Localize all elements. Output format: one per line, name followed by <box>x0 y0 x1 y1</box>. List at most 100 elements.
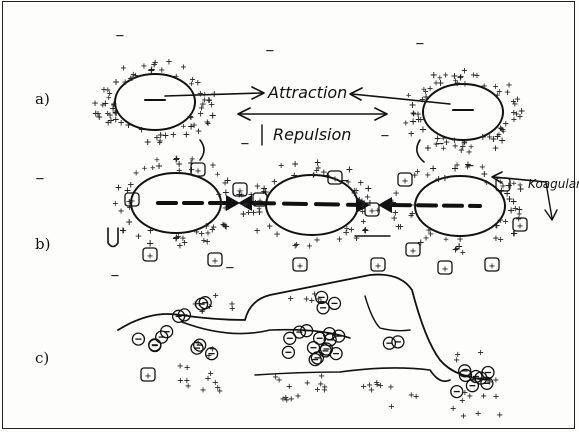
row-label-b: b) <box>35 235 50 253</box>
plus-charge: + <box>468 143 474 153</box>
svg-text:+: + <box>402 176 408 187</box>
plus-charge: + <box>181 122 187 132</box>
plus-charge: + <box>219 200 225 210</box>
svg-text:+: + <box>489 261 495 272</box>
plus-charge: + <box>222 178 228 189</box>
plus-charge: + <box>403 118 409 129</box>
plus-charge: + <box>479 129 486 143</box>
plus-charge: + <box>202 90 208 100</box>
negative-ion <box>132 333 144 345</box>
plus-charge: + <box>496 130 502 141</box>
plus-charge: + <box>166 56 172 68</box>
svg-text:+: + <box>410 246 416 257</box>
plus-charge: + <box>215 170 221 180</box>
plus-charge: + <box>506 80 512 91</box>
plus-charge: + <box>175 232 181 243</box>
plus-charge: + <box>118 206 124 217</box>
plus-charge: + <box>516 202 523 216</box>
minus-charge: − <box>116 28 124 44</box>
diffuse-layer-edge <box>417 140 424 162</box>
plus-charge: + <box>157 127 164 141</box>
coagulant-ion: + <box>208 253 222 267</box>
repulsion-arrow <box>238 108 387 120</box>
plus-charge: + <box>195 77 201 89</box>
row-label-c: c) <box>35 349 49 367</box>
plus-charge: + <box>112 199 118 210</box>
plus-charge: + <box>307 241 313 252</box>
plus-charge: + <box>496 87 502 98</box>
plus-charge: + <box>481 81 487 92</box>
plus-charge: + <box>393 188 399 200</box>
coagulant-ion: + <box>485 258 499 272</box>
plus-charge: + <box>410 108 416 120</box>
plus-charge: + <box>484 178 490 188</box>
plus-charge: + <box>184 376 190 387</box>
plus-charge: + <box>181 236 188 249</box>
plus-charge: + <box>125 118 132 132</box>
plus-charge: + <box>118 116 125 129</box>
plus-charge: + <box>314 385 320 396</box>
plus-charge: + <box>194 227 200 238</box>
plus-charge: + <box>152 57 158 69</box>
attraction-label: Attraction <box>267 83 347 102</box>
svg-text:+: + <box>297 261 303 272</box>
plus-charge: + <box>450 404 456 415</box>
plus-charge: + <box>497 410 503 421</box>
plus-charge: + <box>276 375 282 386</box>
plus-charge: + <box>511 96 517 107</box>
plus-charge: + <box>294 239 300 251</box>
plus-charge: + <box>141 61 147 72</box>
plus-charge: + <box>120 224 127 237</box>
plus-charge: + <box>126 215 133 229</box>
plus-charge: + <box>138 123 145 136</box>
plus-charge: + <box>395 220 401 233</box>
plus-charge: + <box>374 380 380 391</box>
plus-charge: + <box>517 180 523 191</box>
coagulant-ion: + <box>438 261 452 275</box>
plus-charge: + <box>177 361 183 372</box>
plus-charge: + <box>195 125 202 138</box>
minus-charge: − <box>111 268 119 284</box>
coagulant-ion: + <box>143 248 157 262</box>
plus-charge: + <box>245 207 251 218</box>
plus-charge: + <box>154 156 160 166</box>
plus-charge: + <box>254 225 260 237</box>
plus-charge: + <box>188 113 194 124</box>
negative-ion <box>392 336 404 348</box>
plus-charge: + <box>336 235 342 246</box>
plus-charge: + <box>493 218 500 232</box>
plus-charge: + <box>271 176 277 188</box>
plus-charge: + <box>159 65 165 76</box>
plus-charge: + <box>283 392 289 403</box>
plus-charge: + <box>388 382 394 393</box>
plus-charge: + <box>278 160 284 171</box>
plus-charge: + <box>479 162 485 173</box>
plus-charge: + <box>177 376 183 387</box>
plus-charge: + <box>205 228 211 239</box>
coagulant-ion: + <box>398 173 412 187</box>
plus-charge: + <box>122 77 128 88</box>
plus-charge: + <box>443 70 449 81</box>
plus-charge: + <box>460 248 466 259</box>
svg-text:+: + <box>375 261 381 272</box>
minus-charge: − <box>226 260 234 276</box>
plus-charge: + <box>503 217 509 228</box>
coagulant-ion: + <box>141 368 155 382</box>
plus-charge: + <box>184 363 190 374</box>
minus-charge: − <box>381 128 389 144</box>
plus-charge: + <box>452 243 459 256</box>
svg-text:+: + <box>129 196 135 207</box>
minus-charge: − <box>466 158 474 174</box>
plus-charge: + <box>197 108 203 120</box>
plus-charge: + <box>205 118 211 129</box>
plus-charge: + <box>291 168 298 182</box>
plus-charge: + <box>493 391 499 402</box>
plus-charge: + <box>388 200 394 210</box>
plus-charge: + <box>461 65 467 77</box>
plus-charge: + <box>475 408 481 419</box>
plus-charge: + <box>205 374 211 385</box>
repulsion-label: Repulsion <box>273 125 351 144</box>
plus-charge: + <box>215 383 221 394</box>
coagulant-ion: + <box>293 258 307 272</box>
